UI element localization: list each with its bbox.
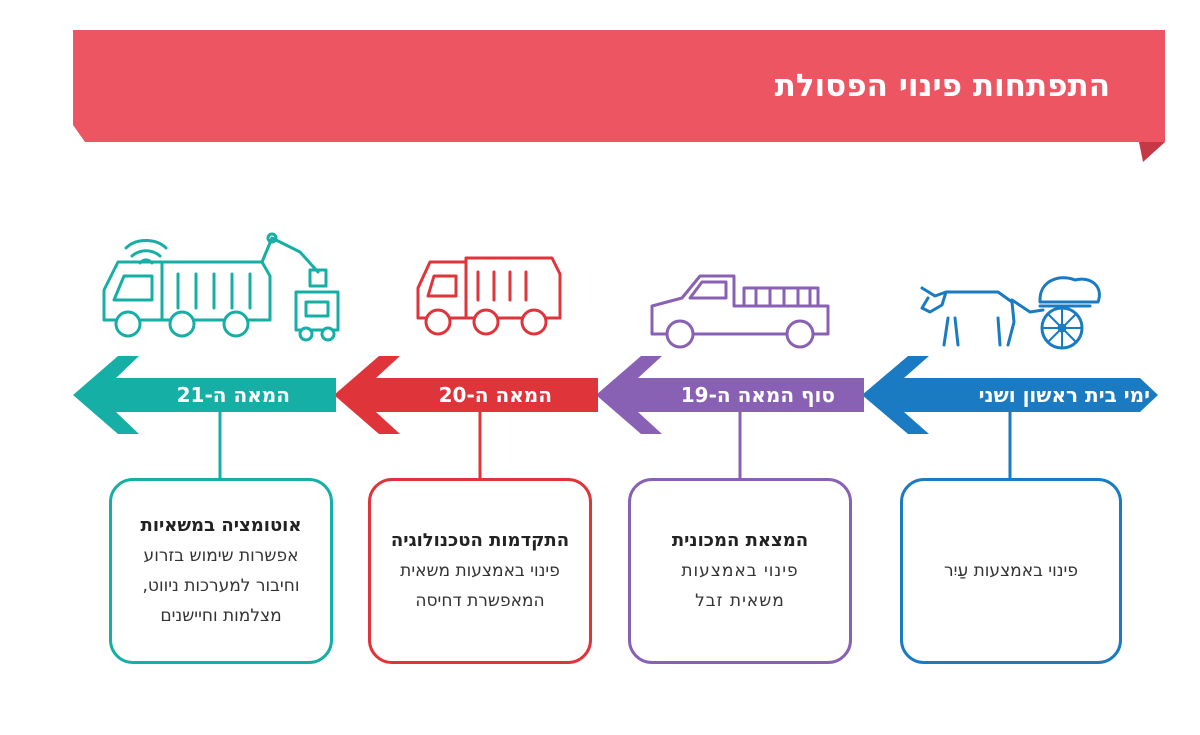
donkey-cart-icon [920, 276, 1101, 350]
pickup-truck-icon [650, 274, 830, 349]
card-3-line-2: המאפשרת דחיסה [415, 591, 545, 611]
card-3-title: התקדמות הטכנולוגיה [390, 530, 570, 551]
era-label-2: סוף המאה ה-19 [680, 383, 835, 407]
card-4-line-2: וחיבור למערכות ניווט, [142, 576, 300, 596]
era-card-2: המצאת המכונית פינוי באמצעות משאית זבל [628, 478, 852, 664]
automated-truck-icon [102, 232, 340, 342]
card-2-line-2: משאית זבל [695, 591, 785, 611]
card-4-title: אוטומציה במשאיות [140, 515, 302, 536]
era-label-4: המאה ה-21 [176, 383, 290, 407]
card-3-line-1: פינוי באמצעות משאית [400, 561, 560, 581]
garbage-truck-icon [416, 256, 562, 336]
era-arrow-4 [73, 356, 336, 434]
header-banner: התפתחות פינוי הפסולת [73, 30, 1165, 162]
era-card-4: אוטומציה במשאיות אפשרות שימוש בזרוע וחיב… [109, 478, 333, 664]
era-label-1: ימי בית ראשון ושני [978, 383, 1150, 407]
era-card-3: התקדמות הטכנולוגיה פינוי באמצעות משאית ה… [368, 478, 592, 664]
era-arrow-2 [596, 356, 864, 434]
era-label-3: המאה ה-20 [438, 383, 552, 407]
card-1-line-1: פינוי באמצעות עַיִר [944, 561, 1078, 581]
card-2-title: המצאת המכונית [671, 530, 809, 551]
page-title: התפתחות פינוי הפסולת [774, 68, 1110, 104]
card-4-line-1: אפשרות שימוש בזרוע [143, 546, 299, 566]
era-card-1: פינוי באמצעות עַיִר [900, 478, 1122, 664]
card-2-line-1: פינוי באמצעות [681, 561, 799, 581]
banner-shape [73, 30, 1165, 162]
era-arrow-1 [862, 356, 1158, 434]
card-4-line-3: מצלמות וחיישנים [160, 606, 282, 626]
era-arrow-3 [334, 356, 598, 434]
